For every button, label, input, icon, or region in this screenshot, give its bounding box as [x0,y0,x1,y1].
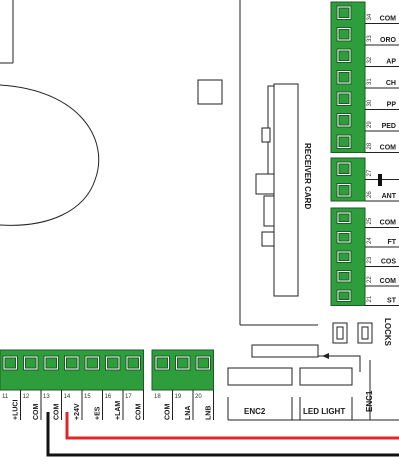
terminal-label: COM [165,404,172,421]
terminal-label: COM [380,145,397,152]
led-light-connector [299,367,353,386]
locks-connectors: LOCKS [332,318,392,347]
terminal-label: +24V [74,403,81,420]
enc-connectors: ENC2 LED LIGHT ENC1 [227,344,399,421]
enc2-connector [227,367,293,386]
terminal-label: FT [387,239,396,246]
terminal-label: ANT [382,193,397,200]
terminal-label: LNA [185,406,192,420]
terminal-number: 18 [154,394,161,400]
terminal-number: 22 [367,276,373,283]
terminal-label: ST [387,298,397,305]
terminal-label: COM [380,220,397,227]
terminal-number: 21 [367,295,373,302]
terminal-label: +LAM [115,401,122,420]
terminal-label: COS [381,259,397,266]
terminal-label: +LUCI [13,400,20,420]
small-component [197,79,223,105]
terminal-number: 24 [367,237,373,244]
receiver-card: RECEIVER CARD [255,83,312,297]
enc1-label: ENC1 [365,390,374,412]
terminal-number: 26 [367,191,373,198]
terminal-label: COM [136,404,143,421]
terminal-number: 13 [43,394,50,400]
terminal-number: 23 [367,256,373,263]
red-wire [65,412,399,440]
terminal-number: 33 [367,35,373,42]
terminal-label: ORO [380,37,397,44]
terminal-label: +ES [95,406,102,420]
terminal-number: 16 [105,394,112,400]
terminal-number: 11 [2,394,9,400]
enc2-label: ENC2 [244,407,266,416]
led-light-label: LED LIGHT [303,407,345,416]
terminal-label: CH [386,80,396,87]
terminal-block-antenna: 27 26 ANT [330,157,399,202]
terminal-number: 25 [367,217,373,224]
terminal-label: COM [380,278,397,285]
terminal-label: COM [33,404,40,421]
terminal-number: 29 [367,121,373,128]
terminal-number: 15 [84,394,91,400]
terminal-label: COM [54,404,61,421]
receiver-card-label: RECEIVER CARD [303,143,312,209]
terminal-number: 32 [367,56,373,63]
terminal-number: 12 [23,394,30,400]
terminal-number: 14 [64,394,71,400]
terminal-number: 34 [367,13,373,20]
terminal-label: PED [382,123,396,130]
terminal-number: 31 [367,78,373,85]
terminal-label: AP [386,59,396,66]
terminal-label: LNB [206,406,213,420]
terminal-number: 19 [175,394,182,400]
locks-label: LOCKS [383,318,392,347]
capacitor-body [0,84,100,226]
terminal-number: 28 [367,142,373,149]
terminal-number: 27 [367,169,373,176]
terminal-number: 20 [195,394,202,400]
terminal-number: 30 [367,99,373,106]
terminal-label: COM [380,16,397,23]
terminal-label: PP [387,102,397,109]
terminal-number: 17 [125,394,132,400]
black-wire [46,412,399,457]
